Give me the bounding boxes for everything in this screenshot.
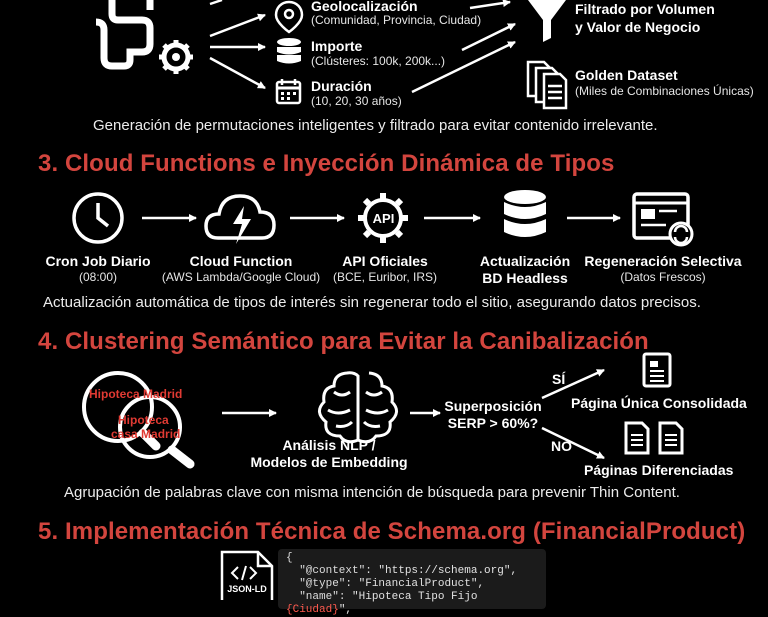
code-line-3: "name": "Hipoteca Tipo Fijo {Ciudad}", — [286, 591, 478, 616]
magnifier-icon-2 — [118, 395, 195, 469]
code-line-0: { — [286, 552, 293, 564]
step-db-title: Actualización — [479, 253, 571, 269]
database-icon — [277, 38, 301, 64]
browser-refresh-icon — [632, 192, 694, 247]
keyword-2-line1: Hipoteca — [118, 413, 169, 427]
no-label: NO — [551, 438, 572, 454]
duracion-title: Duración — [311, 78, 372, 94]
step-api-sub: (BCE, Euribor, IRS) — [332, 270, 438, 284]
section3-caption: Actualización automática de tipos de int… — [43, 294, 701, 311]
code-line-1: "@context": "https://schema.org", — [299, 565, 518, 577]
nlp-line1: Análisis NLP / — [282, 437, 376, 453]
api-gear-icon — [358, 193, 408, 243]
step-cron-title: Cron Job Diario — [45, 253, 151, 269]
section2-caption: Generación de permutaciones inteligentes… — [93, 117, 658, 134]
golden-dataset-title: Golden Dataset — [575, 67, 678, 83]
json-ld-file-icon — [220, 550, 274, 600]
step-regen-title: Regeneración Selectiva — [584, 253, 742, 269]
python-icon — [95, 0, 154, 70]
section3-title: 3. Cloud Functions e Inyección Dinámica … — [38, 150, 615, 177]
magnifier-icon-1 — [82, 371, 161, 451]
decision-line1: Superposición — [444, 398, 542, 414]
merge-arrows — [411, 0, 516, 94]
documents-icon — [526, 60, 568, 110]
clock-icon — [72, 192, 124, 244]
yes-label: SÍ — [552, 371, 566, 387]
json-ld-code-block: { "@context": "https://schema.org", "@ty… — [278, 549, 546, 616]
step-cloud-title: Cloud Function — [189, 253, 293, 269]
filter-title-line1: Filtrado por Volumen — [575, 1, 715, 17]
decision-line2: SERP > 60%? — [447, 415, 539, 431]
code-line-2: "@type": "FinancialProduct", — [299, 578, 485, 590]
geo-title: Geolocalización — [311, 0, 418, 14]
brain-icon — [318, 371, 398, 444]
yes-arrow — [541, 368, 605, 400]
step-cloud-sub: (AWS Lambda/Google Cloud) — [161, 270, 321, 284]
diagram-graphics — [72, 0, 694, 600]
single-page-icon — [642, 352, 672, 388]
section4-title: 4. Clustering Semántico para Evitar la C… — [38, 328, 649, 355]
funnel-icon — [528, 0, 566, 42]
importe-subtitle: (Clústeres: 100k, 200k...) — [311, 54, 446, 68]
geo-subtitle: (Comunidad, Provincia, Ciudad) — [311, 13, 482, 27]
calendar-icon — [275, 79, 302, 105]
step-regen-sub: (Datos Frescos) — [620, 270, 706, 284]
single-page-result: Página Única Consolidada — [571, 395, 747, 411]
headless-db-icon — [504, 190, 546, 237]
duracion-subtitle: (10, 20, 30 años) — [311, 94, 402, 108]
no-arrow — [541, 426, 605, 460]
keyword-1: Hipoteca Madrid — [89, 387, 183, 401]
gear-icon — [159, 40, 193, 74]
importe-title: Importe — [311, 38, 363, 54]
section5-title: 5. Implementación Técnica de Schema.org … — [38, 518, 746, 545]
step-api-title: API Oficiales — [342, 253, 428, 269]
cloud-function-icon — [204, 194, 276, 244]
golden-dataset-subtitle: (Miles de Combinaciones Únicas) — [575, 84, 754, 98]
two-pages-icon — [624, 421, 684, 455]
nlp-line2: Modelos de Embedding — [250, 454, 408, 470]
step-db-title2: BD Headless — [482, 270, 568, 286]
api-badge: API — [372, 211, 395, 226]
multi-page-result: Páginas Diferenciadas — [584, 462, 734, 478]
step-cron-sub: (08:00) — [78, 270, 118, 284]
json-ld-badge: JSON-LD — [227, 584, 267, 594]
section4-caption: Agrupación de palabras clave con misma i… — [64, 484, 680, 501]
keyword-2-line2: casa Madrid — [111, 427, 181, 441]
location-pin-icon — [274, 0, 304, 34]
fanout-arrows — [209, 0, 266, 90]
filter-title-line2: y Valor de Negocio — [575, 19, 701, 35]
